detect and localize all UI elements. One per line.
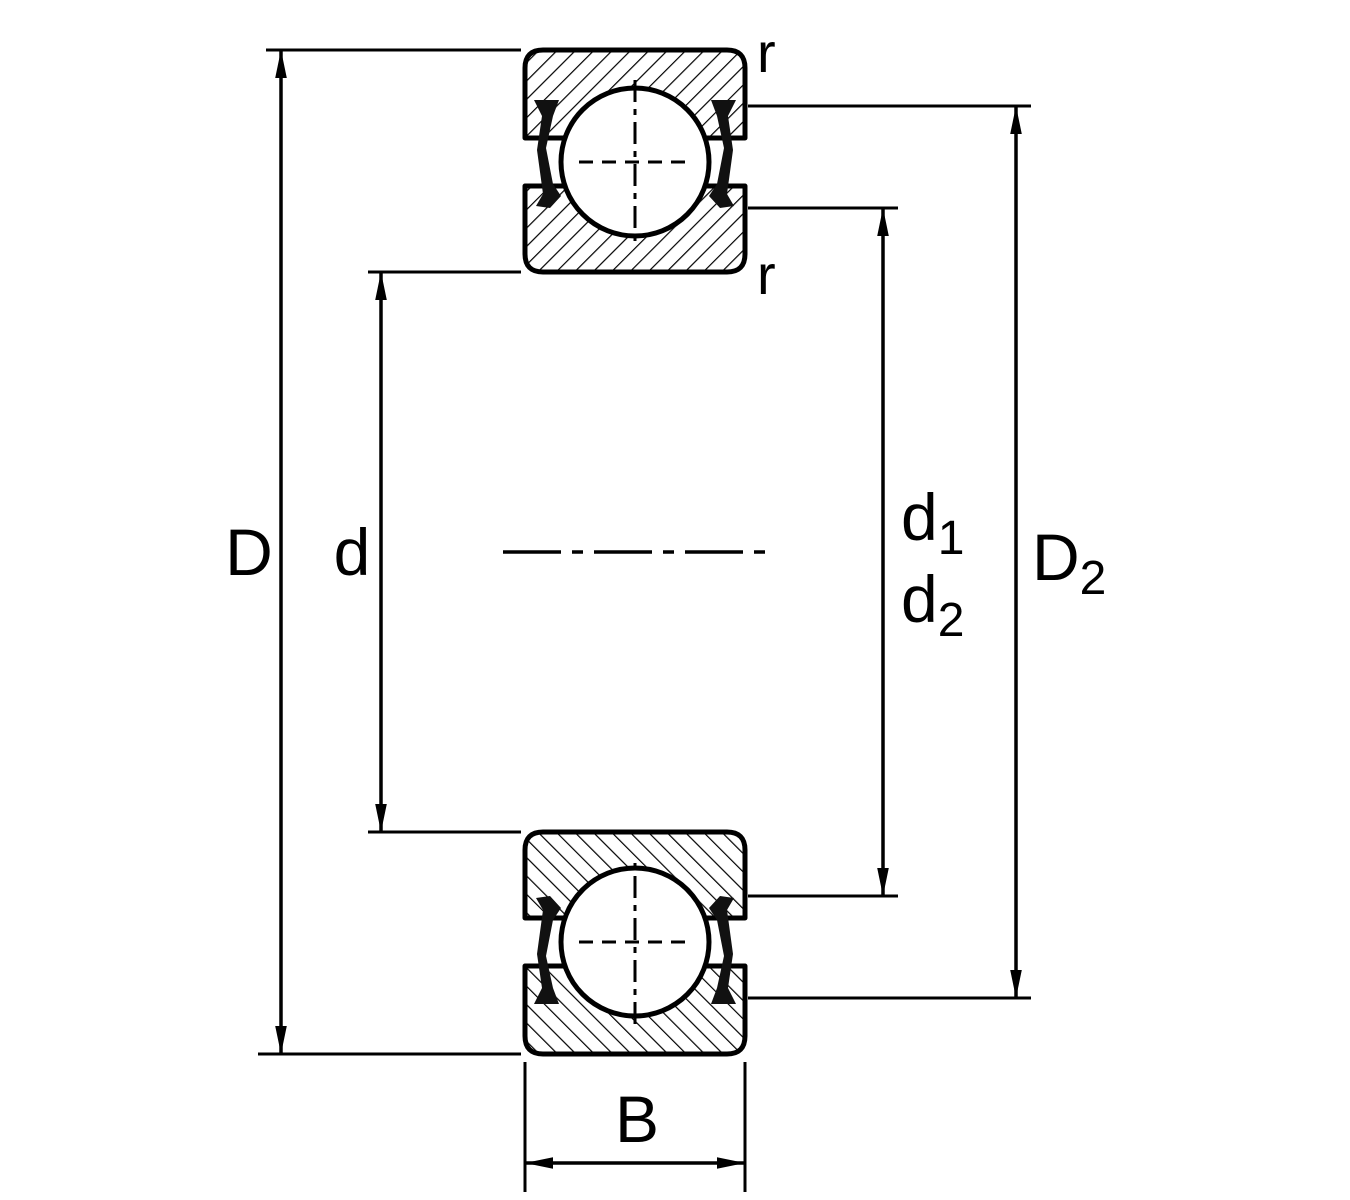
label-d2-sub: 2 — [938, 594, 965, 647]
label-width-B: B — [615, 1082, 659, 1156]
dimension-D — [258, 48, 521, 1056]
bearing-section-top — [522, 47, 748, 275]
label-d1-sub: 1 — [938, 512, 965, 565]
bearing-section-bottom — [525, 832, 745, 1054]
label-outer-diameter-D: D — [225, 515, 273, 589]
seal-left — [534, 100, 561, 208]
dimension-d1-d2 — [748, 206, 898, 898]
label-radius-r-lower: r — [757, 243, 776, 306]
label-d2-base: d — [901, 562, 938, 636]
label-d1-base: d — [901, 480, 938, 554]
dimension-d — [368, 270, 521, 834]
dimension-D2 — [748, 104, 1031, 1000]
label-bore-diameter-d: d — [334, 515, 371, 589]
dimension-B — [523, 1062, 747, 1192]
label-D2-sub: 2 — [1080, 552, 1107, 605]
label-radius-r-upper: r — [757, 21, 776, 84]
label-D2: D2 — [1032, 520, 1106, 605]
label-D2-base: D — [1032, 520, 1080, 594]
label-d1: d1 — [901, 480, 964, 565]
label-d2: d2 — [901, 562, 964, 647]
